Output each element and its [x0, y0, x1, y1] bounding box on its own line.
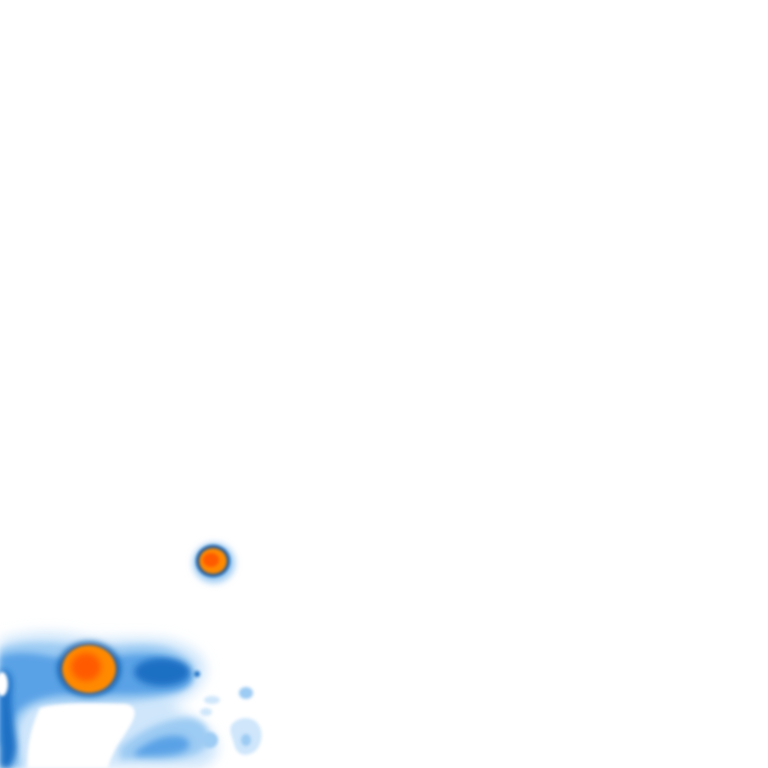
density-speck	[204, 696, 220, 704]
density-field-southwest	[0, 632, 262, 768]
density-void	[27, 703, 135, 768]
density-arc-south-core	[135, 735, 190, 756]
density-void-west	[0, 672, 8, 696]
density-speck	[239, 687, 253, 699]
density-core-east	[134, 658, 190, 686]
density-speck	[200, 708, 212, 716]
hotspot-primary	[58, 642, 120, 696]
density-speck	[202, 732, 218, 748]
hotspot-secondary-core	[203, 553, 219, 567]
density-speck	[241, 734, 251, 746]
hotspot-primary-core	[71, 653, 101, 681]
density-speck	[194, 671, 200, 677]
hotspot-secondary	[193, 543, 235, 583]
